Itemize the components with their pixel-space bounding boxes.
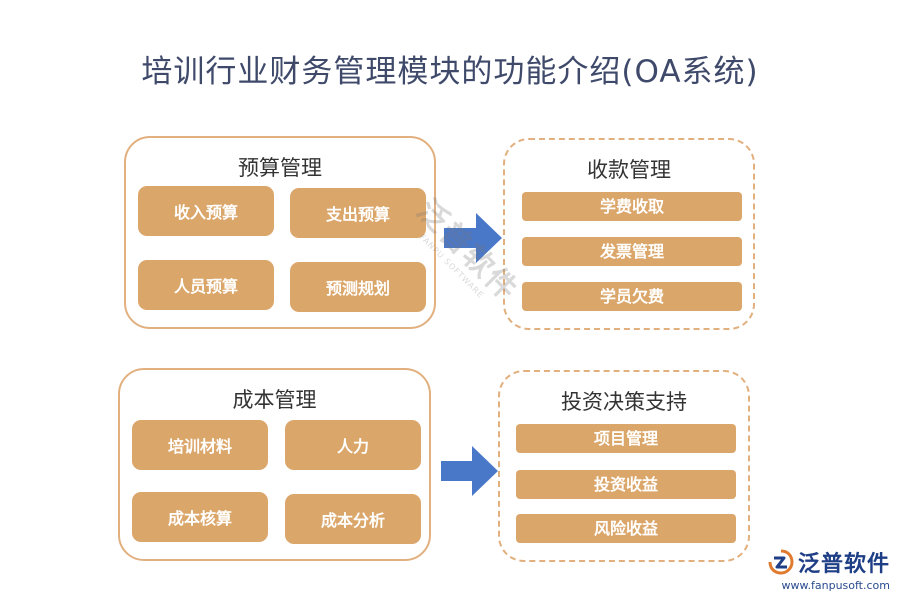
budget-item-forecast: 预测规划 bbox=[290, 262, 426, 312]
cost-item-materials: 培训材料 bbox=[132, 420, 268, 470]
cost-panel: 成本管理 培训材料 人力 成本核算 成本分析 bbox=[118, 368, 431, 561]
investment-item-risk: 风险收益 bbox=[516, 514, 736, 543]
cost-item-manpower: 人力 bbox=[285, 420, 421, 470]
investment-item-return: 投资收益 bbox=[516, 470, 736, 499]
cost-item-analysis: 成本分析 bbox=[285, 494, 421, 544]
arrow-budget-to-collection bbox=[444, 213, 502, 263]
diagram-title: 培训行业财务管理模块的功能介绍(OA系统) bbox=[141, 54, 759, 90]
cost-item-accounting: 成本核算 bbox=[132, 492, 268, 542]
budget-item-expense: 支出预算 bbox=[290, 188, 426, 238]
brand-logo: 泛普软件 www.fanpusoft.com bbox=[768, 546, 890, 592]
arrow-cost-to-investment bbox=[441, 446, 498, 496]
brand-logo-icon bbox=[768, 549, 794, 575]
budget-item-personnel: 人员预算 bbox=[138, 260, 274, 310]
investment-item-project: 项目管理 bbox=[516, 424, 736, 453]
collection-panel: 收款管理 学费收取 发票管理 学员欠费 bbox=[503, 138, 755, 330]
budget-panel: 预算管理 收入预算 支出预算 人员预算 预测规划 bbox=[124, 136, 436, 329]
cost-panel-title: 成本管理 bbox=[232, 388, 317, 412]
budget-panel-title: 预算管理 bbox=[238, 156, 322, 180]
collection-item-invoice: 发票管理 bbox=[522, 237, 742, 266]
collection-panel-title: 收款管理 bbox=[587, 158, 671, 182]
collection-item-arrears: 学员欠费 bbox=[522, 282, 742, 311]
brand-logo-name: 泛普软件 bbox=[797, 552, 890, 577]
budget-item-income: 收入预算 bbox=[138, 186, 274, 236]
investment-panel-title: 投资决策支持 bbox=[561, 390, 687, 414]
investment-panel: 投资决策支持 项目管理 投资收益 风险收益 bbox=[498, 370, 750, 562]
brand-logo-url: www.fanpusoft.com bbox=[781, 579, 890, 592]
collection-item-tuition: 学费收取 bbox=[522, 192, 742, 221]
